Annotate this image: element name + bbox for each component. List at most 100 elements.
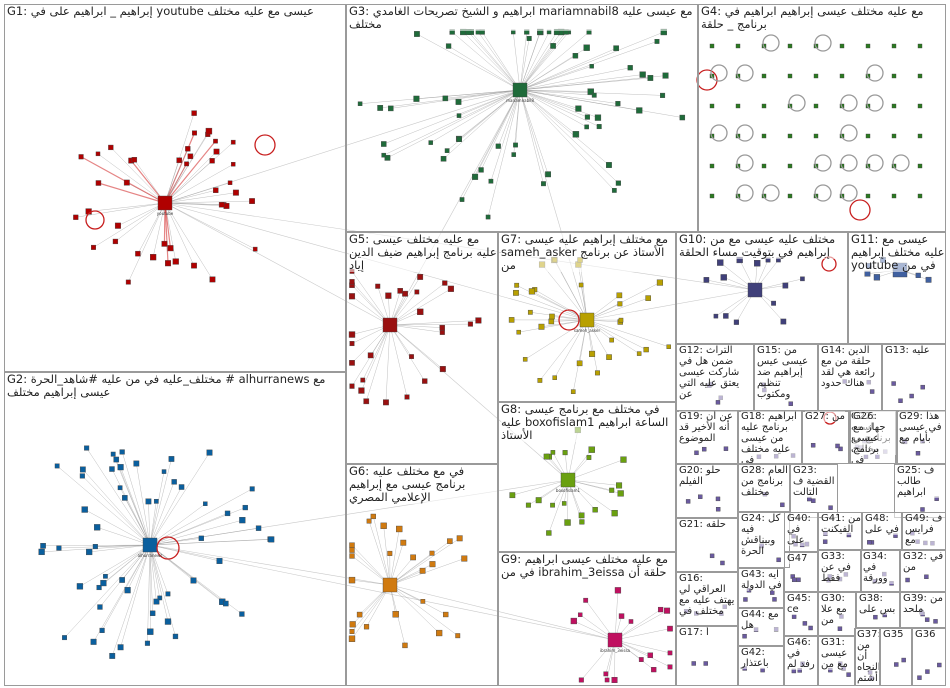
node [647, 75, 654, 81]
group-panel-g30: G30: مع علا من [818, 592, 856, 636]
hub-label: boxofislam1 [556, 488, 581, 493]
node [172, 258, 179, 265]
edge [567, 479, 612, 491]
node [397, 288, 403, 294]
edge [149, 486, 182, 546]
node [381, 152, 386, 158]
node [223, 600, 229, 607]
node [419, 567, 426, 574]
node [606, 354, 612, 360]
node [591, 92, 597, 98]
node [891, 133, 897, 139]
node [358, 387, 365, 394]
node [385, 292, 392, 299]
node [513, 289, 519, 296]
self-loop [840, 184, 858, 202]
edge [149, 458, 172, 546]
group-panel-g8: G8: في مختلف مع برنامج عيسى عليه boxofis… [498, 402, 676, 552]
node [541, 181, 546, 187]
node [95, 180, 102, 186]
edge [518, 319, 588, 333]
node [578, 282, 584, 288]
node [564, 519, 571, 526]
self-loop [736, 154, 754, 172]
node [810, 443, 816, 448]
edge [84, 509, 151, 546]
node [701, 446, 707, 452]
node [442, 280, 448, 286]
group-panel-g25: G25: ف طالب ابراهيم [894, 464, 946, 518]
node [618, 317, 624, 323]
edge [149, 544, 153, 614]
edge [127, 544, 151, 591]
group-label: G14: الدين حلقة من مع رائعة هي لقد هناك … [821, 345, 881, 389]
node [549, 313, 555, 320]
node [616, 292, 623, 299]
node [813, 133, 819, 139]
hub-node [382, 317, 398, 333]
node [456, 136, 462, 143]
edge [149, 501, 157, 546]
self-loop [814, 184, 832, 202]
edge [98, 182, 166, 204]
edge [149, 481, 175, 546]
node [691, 661, 696, 666]
group-panel-g33: G33: في عن فقط [818, 550, 862, 592]
self-loop [840, 154, 858, 172]
node [572, 52, 579, 59]
node [552, 375, 557, 380]
cross-group-edge [389, 89, 521, 326]
node [366, 518, 372, 524]
edge [137, 202, 166, 254]
edge [519, 31, 541, 91]
edge [451, 31, 521, 91]
node [905, 577, 910, 583]
node [455, 99, 462, 105]
edge [383, 89, 521, 145]
node [475, 317, 482, 324]
edge [554, 319, 588, 378]
node [153, 598, 160, 605]
node [891, 193, 897, 199]
self-loop [156, 536, 180, 560]
node [586, 455, 592, 460]
node [720, 560, 725, 566]
edge [519, 89, 618, 104]
node [754, 260, 761, 267]
node [546, 530, 552, 536]
group-label: G6: في مع مختلف عليه برنامج عيسى مع إبرا… [349, 465, 497, 504]
node [813, 103, 819, 109]
node [613, 45, 619, 52]
group-label: G35 [883, 629, 904, 640]
edge [541, 264, 588, 321]
node [84, 445, 90, 451]
hub-label: sameh_asker [574, 328, 601, 333]
edge [373, 516, 391, 586]
group-label: G25: ف طالب ابراهيم [897, 465, 945, 498]
node [187, 153, 194, 160]
node [713, 313, 719, 319]
node [709, 553, 715, 559]
group-label: G4: مع عليه مختلف عيسى إبراهيم ابراهيم ف… [701, 5, 945, 31]
edge [389, 584, 458, 636]
edge [148, 501, 151, 546]
node [38, 548, 45, 556]
node [891, 43, 897, 49]
group-panel-g31: G31: عيسى مع من [818, 636, 856, 686]
edge [80, 156, 166, 204]
hub-label: youtube [157, 211, 174, 216]
node [113, 456, 120, 463]
edge [134, 159, 166, 204]
node [709, 193, 715, 199]
node [100, 579, 107, 587]
edge [117, 202, 166, 226]
edge [519, 74, 643, 91]
node [865, 193, 871, 199]
group-label: G18: ابراهيم برنامج عليه من عيسى عليه مخ… [741, 411, 801, 463]
hub-label: mariamnabil8 [506, 98, 534, 103]
node [761, 103, 767, 109]
node [357, 101, 363, 106]
edge [389, 324, 443, 333]
node [78, 154, 84, 160]
node [436, 629, 443, 637]
